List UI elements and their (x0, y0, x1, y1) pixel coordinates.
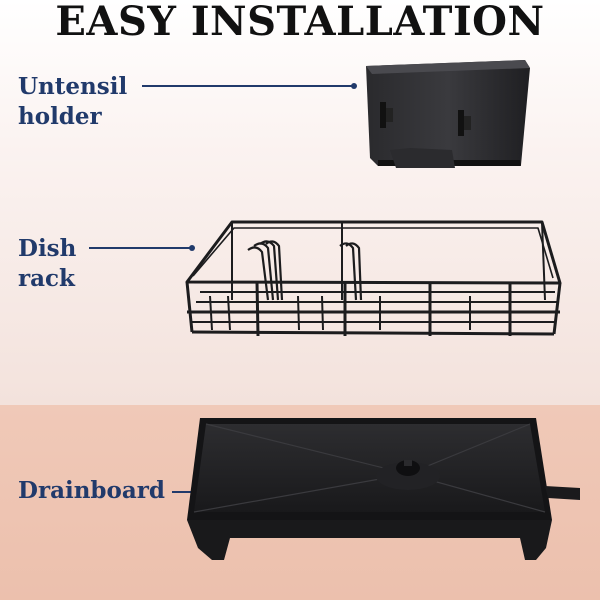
utensil-holder-label: Untensil holder (18, 72, 127, 132)
drainboard-leader-line (172, 491, 196, 493)
dish-rack-leader-dot (189, 245, 195, 251)
dish-rack-label: Dish rack (18, 234, 76, 294)
page-title: EASY INSTALLATION (55, 0, 545, 45)
utensil-holder-leader-dot (351, 83, 357, 89)
drainboard-label: Drainboard (18, 476, 165, 506)
utensil-holder-label-line1: Untensil (18, 73, 128, 100)
utensil-holder-label-line2: holder (18, 103, 102, 130)
utensil-holder-leader-line (142, 85, 354, 87)
drainboard-label-line1: Drainboard (18, 477, 165, 504)
dish-rack-label-line2: rack (18, 265, 75, 292)
dish-rack-leader-line (89, 247, 191, 249)
dish-rack-label-line1: Dish (18, 235, 77, 262)
